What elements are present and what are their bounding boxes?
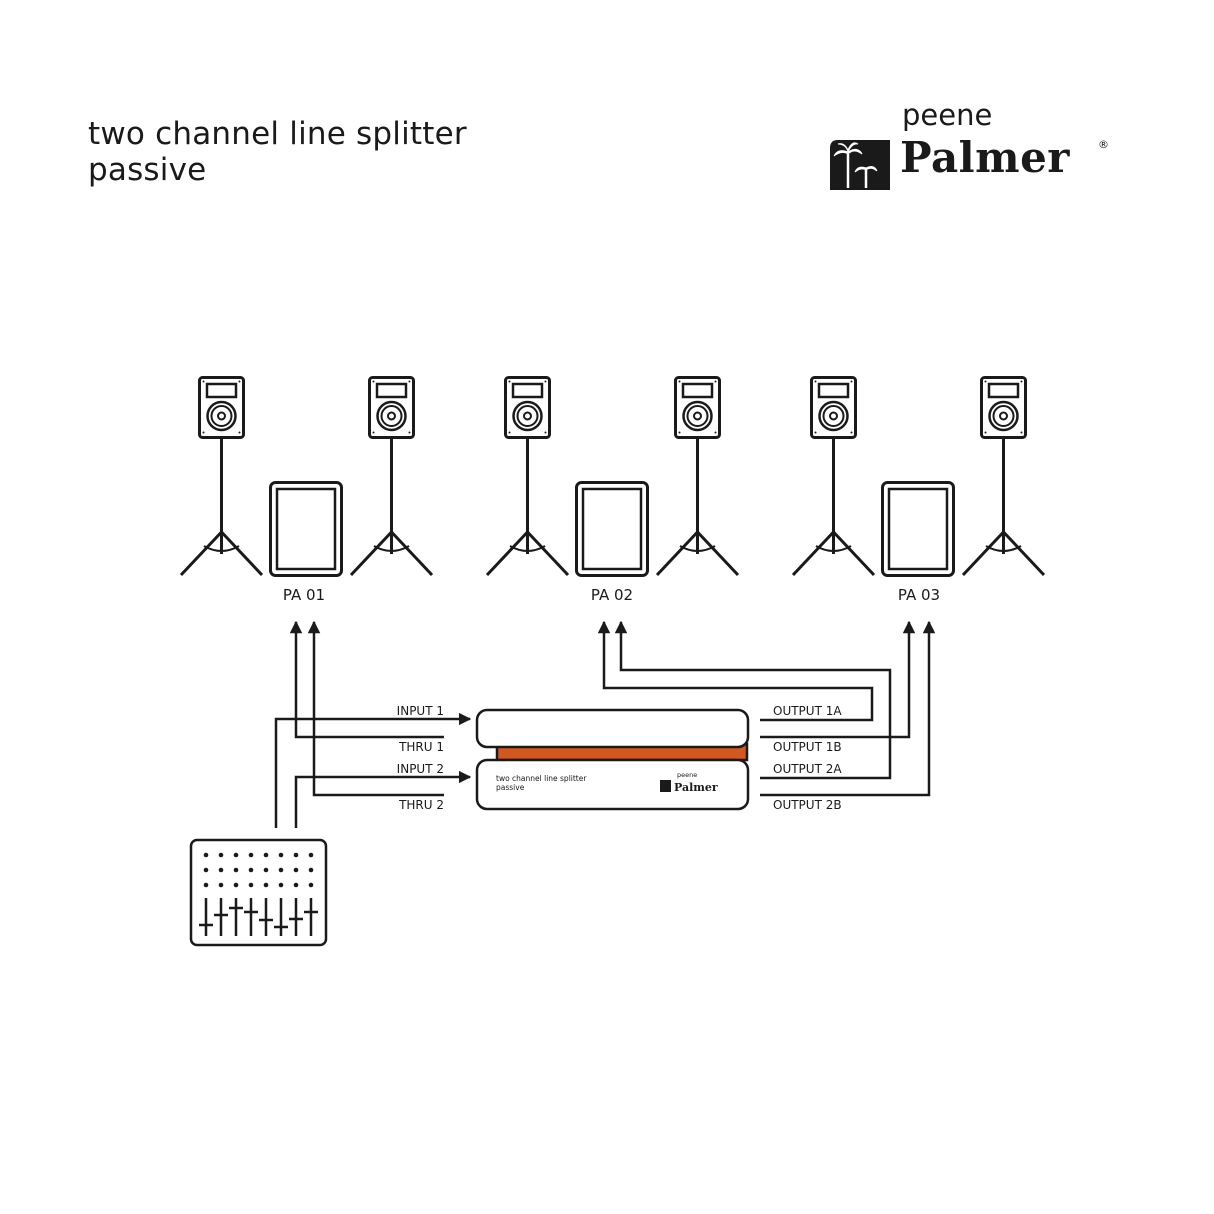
splitter-palm-tree-icon	[660, 780, 671, 792]
port-output-2a: OUTPUT 2A	[773, 762, 842, 776]
diagram-title: two channel line splitter passive	[88, 116, 467, 188]
pa-02-group: PA 02	[485, 376, 740, 604]
cable-output-1b-pa-03	[760, 620, 916, 739]
splitter-brand: Palmer	[674, 781, 718, 794]
subwoofer-icon	[881, 481, 955, 577]
cable-thru-2-pa-01	[307, 620, 444, 797]
splitter-title-line-2: passive	[496, 783, 525, 792]
logo-palmer: Palmer	[900, 133, 1070, 182]
port-input-2: INPUT 2	[397, 762, 444, 776]
pa-01-group: PA 01	[179, 376, 434, 604]
title-line-2: passive	[88, 152, 207, 188]
mixing-console-icon	[189, 838, 328, 947]
logo-peene: peene	[902, 98, 993, 132]
cables	[274, 620, 936, 828]
cable-output-2a-pa-02	[614, 620, 892, 780]
splitter-device: two channel line splitter passive peene …	[475, 708, 750, 811]
speaker-on-stand-icon	[179, 376, 264, 577]
cable-output-1a-pa-02	[597, 620, 874, 722]
speaker-on-stand-icon	[655, 376, 740, 577]
port-output-1b: OUTPUT 1B	[773, 740, 842, 754]
speaker-on-stand-icon	[791, 376, 876, 577]
subwoofer-icon	[575, 481, 649, 577]
palm-tree-icon	[830, 140, 890, 190]
cable-mixer-input-2	[294, 770, 472, 828]
speaker-on-stand-icon	[961, 376, 1046, 577]
port-input-1: INPUT 1	[397, 704, 444, 718]
splitter-bottom-unit	[475, 758, 750, 811]
cable-thru-1-pa-01	[289, 620, 444, 739]
cable-output-2b-pa-03	[760, 620, 936, 797]
splitter-top-unit	[475, 708, 750, 749]
splitter-brand-top: peene	[677, 771, 697, 779]
palmer-logo: peene Palmer ®	[830, 98, 1120, 198]
port-output-1a: OUTPUT 1A	[773, 704, 842, 718]
registered-mark: ®	[1098, 138, 1109, 151]
cable-mixer-input-1	[274, 712, 472, 828]
port-thru-2: THRU 2	[398, 798, 444, 812]
pa-03-group: PA 03	[791, 376, 1046, 604]
pa-02-label: PA 02	[591, 586, 633, 604]
pa-03-label: PA 03	[898, 586, 940, 604]
subwoofer-icon	[269, 481, 343, 577]
port-output-2b: OUTPUT 2B	[773, 798, 842, 812]
speaker-on-stand-icon	[349, 376, 434, 577]
port-thru-1: THRU 1	[398, 740, 444, 754]
title-line-1: two channel line splitter	[88, 116, 467, 152]
speaker-on-stand-icon	[485, 376, 570, 577]
splitter-title-line-1: two channel line splitter	[496, 774, 587, 783]
pa-01-label: PA 01	[283, 586, 325, 604]
